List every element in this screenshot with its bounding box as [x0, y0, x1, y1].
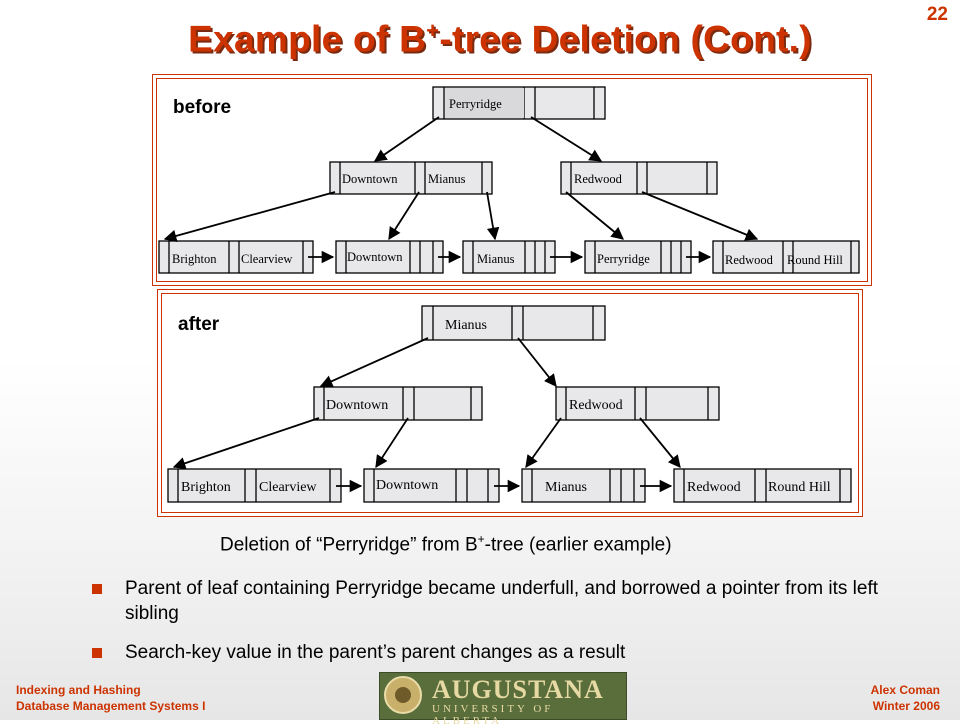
- footer-left: Indexing and Hashing Database Management…: [16, 682, 205, 714]
- before-tree-panel: before: [152, 74, 872, 286]
- before-leaf-key: Perryridge: [597, 252, 650, 266]
- after-leaf-key: Mianus: [545, 480, 587, 495]
- before-label: before: [173, 97, 232, 118]
- after-tree-panel: after: [157, 289, 863, 517]
- after-leaf-3: [521, 468, 646, 503]
- before-leaf-1: [158, 240, 314, 274]
- bullet-text: Parent of leaf containing Perryridge bec…: [125, 578, 879, 624]
- title-rest: -tree Deletion (Cont.): [439, 18, 812, 60]
- after-internal-node-right: [555, 386, 720, 421]
- before-root-key: Perryridge: [449, 97, 502, 111]
- before-leaf-3: [462, 240, 556, 274]
- before-leaf-key: Brighton: [172, 252, 217, 266]
- before-root-node: [432, 86, 606, 120]
- logo-subtitle: UNIVERSITY OF ALBERTA: [432, 703, 554, 727]
- caption-pre: Deletion of “Perryridge” from B: [220, 534, 478, 556]
- footer-course-topic: Indexing and Hashing: [16, 683, 141, 697]
- square-bullet-icon: [92, 584, 102, 594]
- before-internal-node-left: [329, 161, 493, 195]
- before-internal-node-right: [560, 161, 718, 195]
- before-leaf-5: [712, 240, 860, 274]
- university-logo: AUGUSTANA UNIVERSITY OF ALBERTA: [379, 672, 627, 727]
- title-main: Example of B: [188, 18, 427, 60]
- before-internal-key-3: Redwood: [574, 172, 623, 186]
- caption-post: -tree (earlier example): [484, 534, 672, 556]
- before-leaf-key: Mianus: [477, 252, 515, 266]
- after-leaf-key: Downtown: [376, 478, 438, 493]
- before-pointers: [163, 116, 759, 264]
- after-root-key: Mianus: [445, 318, 487, 333]
- after-label: after: [178, 314, 220, 335]
- title-sup: +: [426, 18, 440, 43]
- bullet-list: Parent of leaf containing Perryridge bec…: [92, 576, 912, 679]
- before-tree-diagram: Perryridge Downtown Mianus Redwood Brigh…: [158, 86, 860, 274]
- before-leaf-4: [584, 240, 692, 274]
- footer-author: Alex Coman: [870, 683, 940, 697]
- after-leaf-key: Brighton: [181, 480, 231, 495]
- after-internal-key-1: Downtown: [326, 398, 388, 413]
- before-leaf-key: Redwood: [725, 253, 774, 267]
- bullet-item: Search-key value in the parent’s parent …: [92, 640, 912, 665]
- figure-caption: Deletion of “Perryridge” from B+-tree (e…: [220, 532, 800, 556]
- square-bullet-icon: [92, 648, 102, 658]
- before-leaf-2: [335, 240, 444, 274]
- after-internal-key-2: Redwood: [569, 398, 623, 413]
- university-seal-icon: [384, 676, 422, 714]
- logo-name: AUGUSTANA: [432, 675, 604, 704]
- after-root-node: [421, 305, 606, 341]
- footer-right: Alex Coman Winter 2006: [871, 682, 940, 714]
- before-leaf-key: Round Hill: [787, 253, 843, 267]
- bullet-item: Parent of leaf containing Perryridge bec…: [92, 576, 912, 626]
- after-leaf-key: Round Hill: [768, 480, 831, 495]
- footer-course-name: Database Management Systems I: [16, 699, 206, 713]
- slide-number: 22: [926, 4, 948, 25]
- slide-title: Example of B+-tree Deletion (Cont.): [0, 18, 960, 60]
- before-leaf-key: Downtown: [347, 250, 403, 264]
- after-pointers: [172, 337, 681, 493]
- bullet-text: Search-key value in the parent’s parent …: [125, 642, 626, 663]
- caption-sup: +: [477, 532, 485, 546]
- after-leaf-4: [673, 468, 852, 503]
- footer-term: Winter 2006: [872, 699, 940, 713]
- after-tree-diagram: Mianus Downtown Redwood Brighton Clearvi…: [167, 305, 852, 503]
- after-leaf-key: Redwood: [687, 480, 741, 495]
- before-internal-key-2: Mianus: [428, 172, 466, 186]
- before-internal-key-1: Downtown: [342, 172, 398, 186]
- after-leaf-1: [167, 468, 342, 503]
- before-leaf-key: Clearview: [241, 252, 292, 266]
- after-internal-node-left: [313, 386, 483, 421]
- after-leaf-key: Clearview: [259, 480, 317, 495]
